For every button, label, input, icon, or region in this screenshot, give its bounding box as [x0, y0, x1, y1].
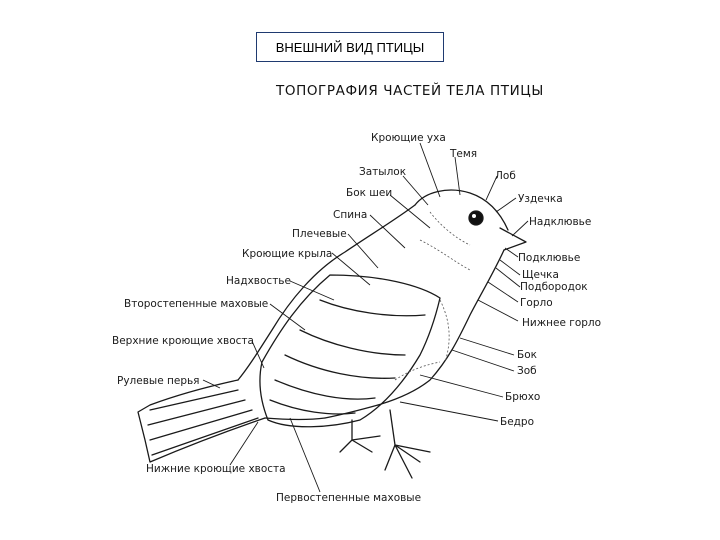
- leader-line: [399, 401, 499, 422]
- leader-line: [251, 340, 265, 369]
- label-tail-feathers: Рулевые перья: [117, 375, 200, 387]
- bird-beak: [499, 227, 527, 251]
- label-lower-throat: Нижнее горло: [522, 317, 602, 329]
- label-wing-coverts: Кроющие крыла: [242, 248, 333, 260]
- wing-feather-line: [299, 329, 406, 356]
- label-back: Спина: [333, 209, 368, 221]
- tail-feather-line: [147, 399, 246, 426]
- leader-line: [504, 247, 519, 258]
- label-chin: Подбородок: [520, 281, 588, 293]
- label-forehead: Лоб: [495, 170, 516, 182]
- label-ear-coverts: Кроющие уха: [371, 132, 446, 144]
- wing-feather-line: [269, 399, 356, 415]
- bird-leg: [389, 409, 421, 463]
- label-scapulars: Плечевые: [292, 228, 347, 240]
- leader-line: [454, 156, 461, 196]
- leader-line: [459, 337, 515, 356]
- leader-line: [229, 421, 259, 466]
- label-below-beak: Подклювье: [518, 252, 581, 264]
- head-region-divider: [429, 211, 471, 246]
- leader-line: [451, 349, 515, 372]
- wing-feather-line: [284, 354, 396, 379]
- leader-line: [289, 417, 321, 493]
- bird-breast-outline: [377, 249, 505, 406]
- label-above-beak: Надклювье: [529, 216, 592, 228]
- leader-line: [389, 194, 431, 229]
- neck-region-divider: [419, 239, 471, 271]
- bird-undertail-outline: [264, 417, 326, 421]
- leader-line: [419, 142, 441, 198]
- label-lores: Уздечка: [518, 193, 563, 205]
- label-belly: Брюхо: [505, 391, 541, 403]
- slide-title: ВНЕШНИЙ ВИД ПТИЦЫ: [256, 32, 444, 62]
- tail-feather-line: [151, 417, 259, 456]
- bird-tail-outline: [137, 379, 266, 463]
- tail-feather-line: [149, 409, 253, 441]
- label-thigh: Бедро: [500, 416, 535, 428]
- leader-line: [202, 379, 221, 389]
- breast-region-divider: [439, 299, 450, 363]
- label-throat: Горло: [520, 297, 553, 309]
- bird-eye-highlight: [472, 214, 476, 218]
- label-neck-side: Бок шеи: [346, 187, 393, 199]
- leader-line: [487, 281, 519, 303]
- label-secondaries: Второстепенные маховые: [124, 298, 269, 310]
- leader-line: [402, 175, 429, 206]
- label-upper-tail-coverts: Верхние кроющие хвоста: [112, 335, 254, 347]
- bird-belly-outline: [324, 404, 379, 419]
- label-rump: Надхвостье: [226, 275, 291, 287]
- leader-line: [499, 259, 521, 276]
- leader-line: [495, 197, 517, 213]
- bird-wing-outline: [259, 274, 441, 428]
- leader-line: [477, 299, 519, 322]
- label-primaries: Первостепенные маховые: [276, 492, 422, 504]
- diagram-heading: ТОПОГРАФИЯ ЧАСТЕЙ ТЕЛА ПТИЦЫ: [276, 83, 544, 99]
- wing-feather-line: [274, 379, 376, 400]
- label-flank: Бок: [517, 349, 537, 361]
- leader-line: [485, 175, 498, 201]
- label-crown: Темя: [450, 148, 478, 160]
- label-under-tail-coverts: Нижние кроющие хвоста: [146, 463, 286, 475]
- flank-region-divider: [394, 361, 441, 381]
- leader-line: [347, 233, 379, 269]
- leader-line: [495, 267, 521, 288]
- bird-leg: [339, 419, 353, 453]
- bird-foot: [384, 444, 431, 479]
- leader-line: [511, 220, 529, 237]
- label-cheek: Щечка: [522, 269, 559, 281]
- leader-line: [331, 252, 371, 286]
- bird-head-back-outline: [414, 189, 509, 231]
- tail-feather-line: [149, 389, 239, 411]
- leader-line: [289, 280, 335, 301]
- leader-line: [419, 374, 504, 398]
- label-crop: Зоб: [517, 365, 537, 377]
- leader-line: [269, 303, 306, 331]
- leader-line: [369, 214, 406, 249]
- bird-foot: [351, 435, 381, 453]
- label-nape: Затылок: [359, 166, 407, 178]
- bird-eye: [468, 210, 484, 226]
- wing-feather-line: [319, 299, 426, 317]
